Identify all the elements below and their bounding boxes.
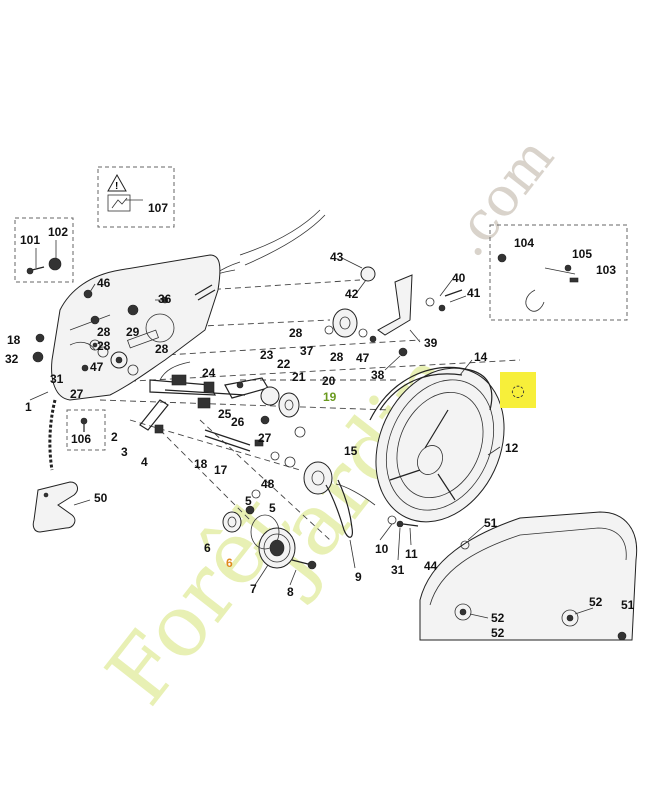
label-18-b: 18 [194, 457, 208, 471]
label-28-d: 28 [289, 326, 303, 340]
label-102: 102 [48, 225, 68, 239]
label-106: 106 [71, 432, 91, 446]
rollers [260, 266, 377, 495]
label-15: 15 [344, 444, 358, 458]
label-10: 10 [375, 542, 389, 556]
label-42: 42 [345, 287, 359, 301]
warning-triangle-icon [107, 173, 127, 192]
part-labels: 107 101 102 46 36 18 32 28 28 29 28 47 3… [5, 201, 635, 640]
label-2: 2 [111, 430, 118, 444]
watermark-com: .com [436, 126, 566, 268]
label-12: 12 [505, 441, 519, 455]
label-28-c: 28 [155, 342, 169, 356]
label-32: 32 [5, 352, 19, 366]
label-51-a: 51 [484, 516, 498, 530]
levers [139, 313, 269, 452]
label-52-b: 52 [491, 626, 505, 640]
callout-box-101 [14, 217, 74, 283]
right-cover [419, 511, 638, 641]
large-pulley [369, 366, 505, 528]
label-1: 1 [25, 400, 32, 414]
label-22: 22 [277, 357, 291, 371]
label-27-a: 27 [70, 387, 84, 401]
belt [325, 479, 376, 538]
drive-pulley [222, 511, 317, 570]
label-8: 8 [287, 585, 294, 599]
label-7: 7 [250, 582, 257, 596]
label-47-a: 47 [90, 360, 104, 374]
label-20: 20 [322, 374, 336, 388]
label-31-a: 31 [50, 372, 64, 386]
label-28-e: 28 [330, 350, 344, 364]
label-39: 39 [424, 336, 438, 350]
label-103: 103 [596, 263, 616, 277]
label-48: 48 [261, 477, 275, 491]
label-107: 107 [148, 201, 168, 215]
label-41: 41 [467, 286, 481, 300]
label-43: 43 [330, 250, 344, 264]
label-101: 101 [20, 233, 40, 247]
label-17: 17 [214, 463, 228, 477]
callout-box-107: ! [97, 166, 175, 228]
label-36: 36 [158, 292, 172, 306]
label-6-highlighted: 6 [226, 556, 233, 570]
highlight-marker[interactable]: ◌ [500, 372, 536, 408]
part-39-bracket [377, 274, 463, 357]
label-31-b: 31 [391, 563, 405, 577]
label-27-b: 27 [258, 431, 272, 445]
label-23: 23 [260, 348, 274, 362]
callout-box-106 [66, 409, 106, 451]
svg-text:!: ! [115, 181, 118, 192]
label-11: 11 [405, 547, 418, 561]
label-38: 38 [371, 368, 385, 382]
label-28-a: 28 [97, 325, 111, 339]
label-52-a: 52 [491, 611, 505, 625]
label-47-b: 47 [356, 351, 370, 365]
callout-box-104 [489, 224, 628, 321]
label-37: 37 [300, 344, 314, 358]
label-25: 25 [218, 407, 232, 421]
label-26: 26 [231, 415, 245, 429]
label-3: 3 [121, 445, 128, 459]
label-44: 44 [424, 559, 438, 573]
label-9: 9 [355, 570, 362, 584]
label-50: 50 [94, 491, 108, 505]
left-housing-plate [51, 254, 221, 401]
label-6: 6 [204, 541, 211, 555]
label-19: 19 [323, 390, 337, 404]
label-28-b: 28 [97, 339, 111, 353]
label-21: 21 [292, 370, 306, 384]
label-46: 46 [97, 276, 111, 290]
part-50-bracket [32, 481, 78, 533]
label-5-a: 5 [245, 494, 252, 508]
label-51-b: 51 [621, 598, 635, 612]
label-52-c: 52 [589, 595, 603, 609]
label-14: 14 [474, 350, 488, 364]
label-105: 105 [572, 247, 592, 261]
label-29: 29 [126, 325, 140, 339]
label-18-a: 18 [7, 333, 21, 347]
label-104: 104 [514, 236, 534, 250]
label-24: 24 [202, 366, 216, 380]
leader-lines [29, 199, 594, 619]
label-40: 40 [452, 271, 466, 285]
strap [48, 399, 57, 471]
label-5-b: 5 [269, 501, 276, 515]
marker-symbol: ◌ [511, 381, 525, 400]
label-4: 4 [141, 455, 148, 469]
